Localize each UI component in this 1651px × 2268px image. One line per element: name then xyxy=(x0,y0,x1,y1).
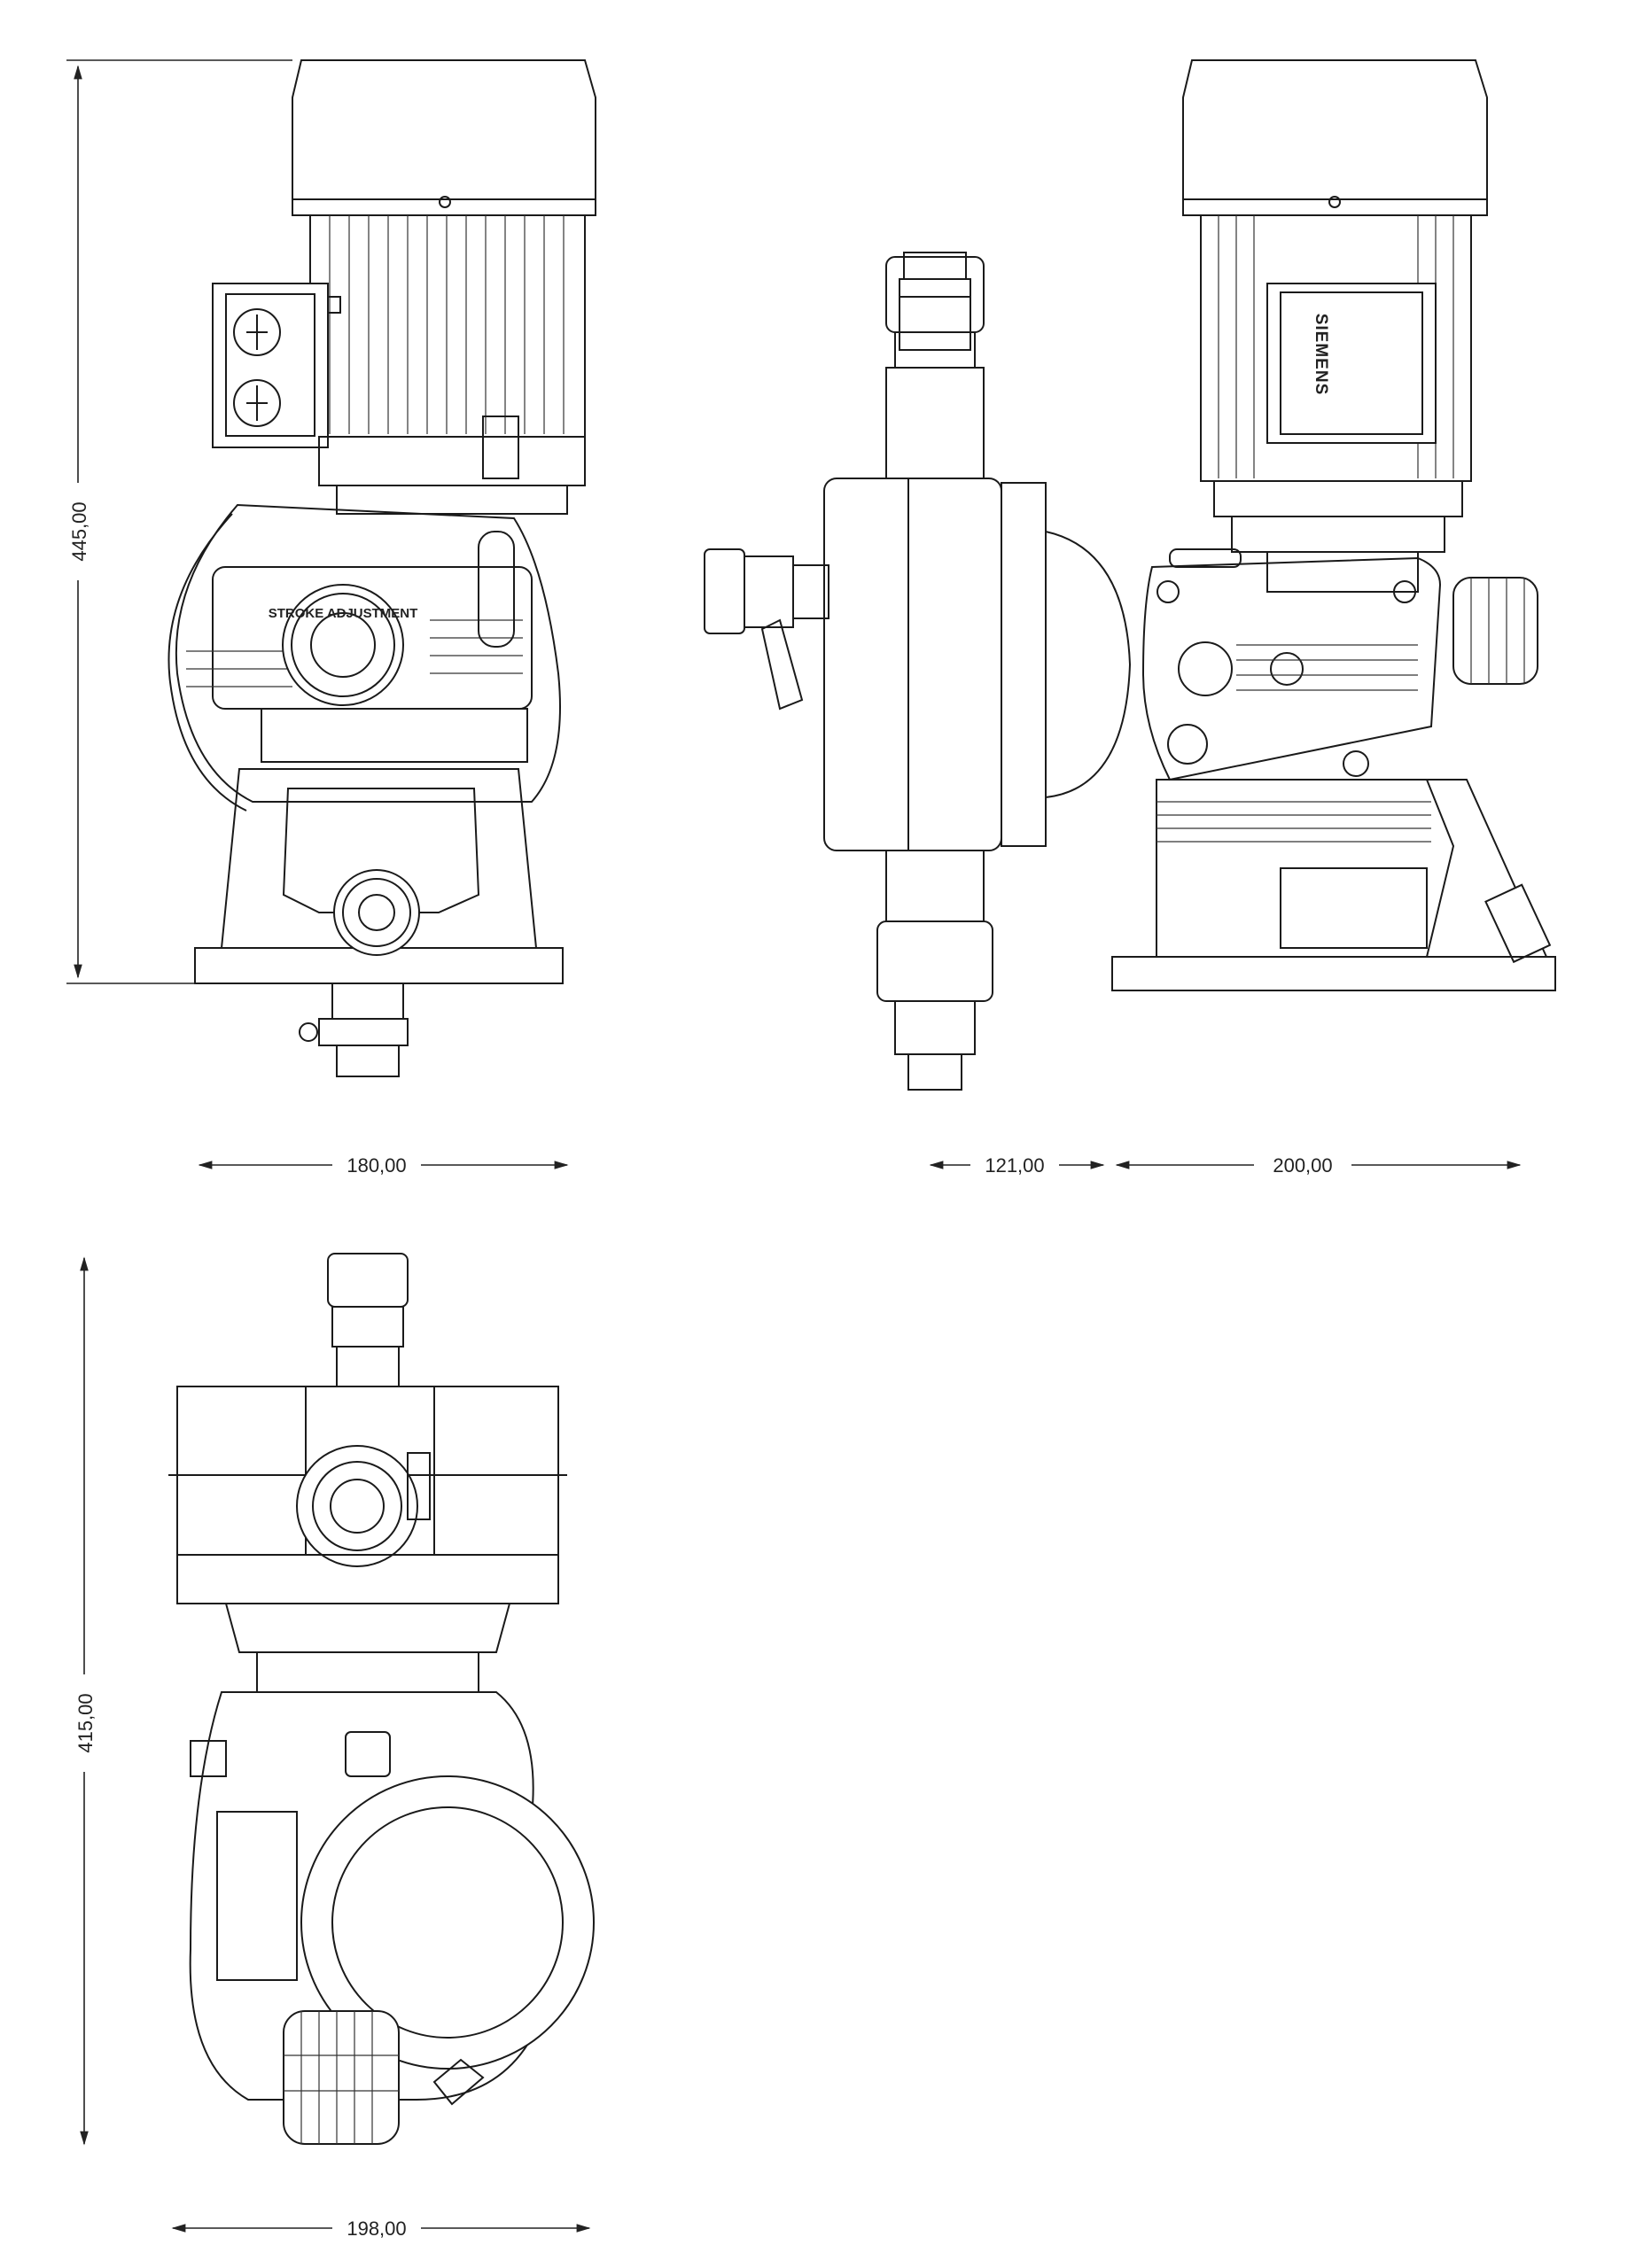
stroke-adjustment-label: STROKE ADJUSTMENT xyxy=(269,606,418,621)
dim-front-height-label: 445,00 xyxy=(68,501,90,561)
dim-side-body-width-label: 200,00 xyxy=(1273,1154,1332,1177)
top-view xyxy=(168,1253,595,2145)
dimension-front-height: 445,00 xyxy=(66,59,292,984)
dimension-front-width: 180,00 xyxy=(198,1154,569,1177)
dim-front-width-label: 180,00 xyxy=(347,1154,406,1177)
motor-brand-label: SIEMENS xyxy=(1312,314,1330,396)
front-view: STROKE ADJUSTMENT xyxy=(167,59,596,1077)
dimension-top-depth: 415,00 xyxy=(74,1256,97,2146)
dim-top-depth-label: 415,00 xyxy=(74,1693,97,1752)
dimension-top-width: 198,00 xyxy=(171,2218,591,2240)
side-view: SIEMENS xyxy=(704,59,1556,1091)
dimension-side-head-width: 121,00 xyxy=(929,1154,1105,1177)
dimension-side-body-width: 200,00 xyxy=(1115,1154,1522,1177)
dim-side-head-width-label: 121,00 xyxy=(985,1154,1044,1177)
dim-top-width-label: 198,00 xyxy=(347,2218,406,2240)
